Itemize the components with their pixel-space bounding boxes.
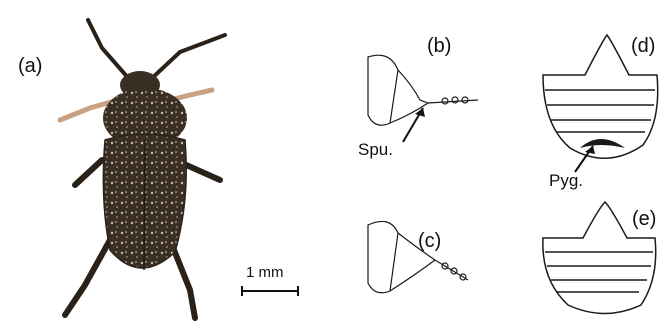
spur-arrow — [395, 100, 435, 150]
pygidium-label: Pyg. — [549, 171, 583, 191]
scale-bar-label: 1 mm — [246, 264, 284, 281]
beetle-image — [30, 0, 270, 325]
scale-bar — [240, 285, 300, 297]
hind-leg-drawing — [350, 205, 490, 305]
abdomen-drawing — [533, 200, 663, 320]
spur-label: Spu. — [358, 140, 393, 160]
